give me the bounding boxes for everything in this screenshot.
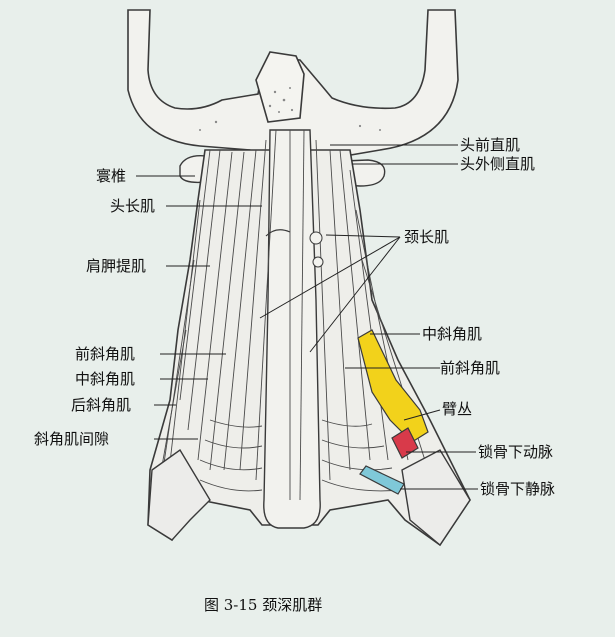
label-levator-scapulae: 肩胛提肌 (86, 257, 147, 275)
label-scalenus-anterior-left: 前斜角肌 (75, 345, 136, 363)
label-longus-colli: 颈长肌 (404, 228, 450, 246)
figure-caption: 图 3-15 颈深肌群 (204, 596, 323, 614)
leader-lines (136, 144, 478, 490)
label-scalenus-anterior-right: 前斜角肌 (440, 359, 501, 377)
label-longus-capitis: 头长肌 (110, 197, 156, 215)
label-scalenus-medius-left: 中斜角肌 (75, 370, 136, 388)
label-brachial-plexus: 臂丛 (442, 400, 473, 418)
label-subclavian-artery: 锁骨下动脉 (478, 443, 554, 461)
brachial-plexus-shape (357, 329, 429, 443)
subclavian-vein-shape (359, 465, 405, 495)
bone-texture-dots (199, 87, 381, 131)
small-loop (265, 229, 291, 237)
label-scalenus-medius-right: 中斜角肌 (422, 325, 483, 343)
label-atlas: 寰椎 (96, 167, 127, 185)
label-rectus-capitis-lateralis: 头外侧直肌 (460, 155, 536, 173)
muscle-fibers (155, 129, 429, 501)
basilar-part (255, 51, 305, 123)
subclavian-artery-shape (391, 427, 419, 459)
label-scalene-gap: 斜角肌间隙 (34, 430, 110, 448)
label-subclavian-vein: 锁骨下静脉 (480, 480, 556, 498)
label-rectus-capitis-anterior: 头前直肌 (460, 136, 521, 154)
label-scalenus-posterior: 后斜角肌 (71, 396, 132, 414)
lower-left-wing (147, 448, 211, 541)
lower-right-wing (401, 449, 471, 547)
